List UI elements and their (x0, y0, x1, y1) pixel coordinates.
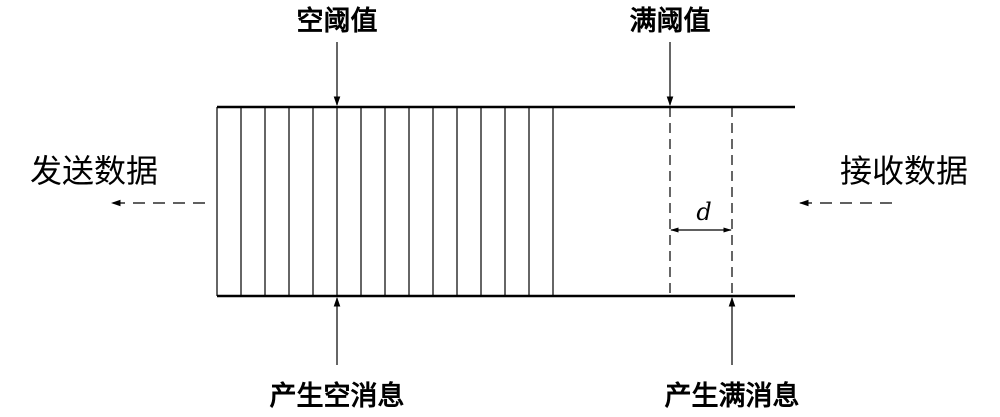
send-data-label: 发送数据 (30, 152, 158, 190)
full-threshold-label: 满阈值 (630, 6, 711, 37)
gen-empty-msg-label: 产生空消息 (270, 380, 405, 412)
receive-data-label: 接收数据 (840, 152, 968, 190)
empty-threshold-label: 空阈值 (297, 5, 378, 37)
filled-slots (240, 107, 554, 296)
d-label: d (696, 198, 711, 226)
gen-full-msg-label: 产生满消息 (665, 380, 800, 412)
